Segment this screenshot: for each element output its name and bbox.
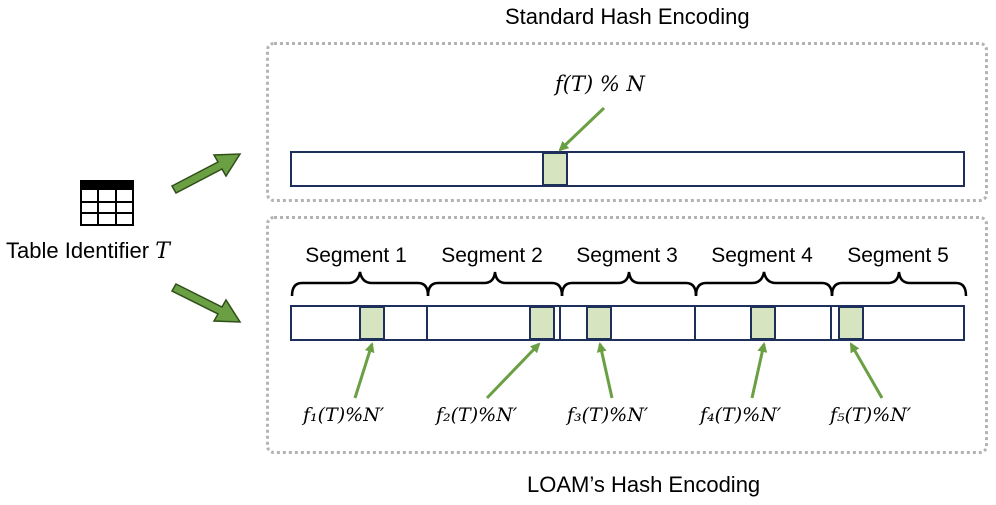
segment-brace-3	[560, 271, 698, 297]
standard-formula-arrow-icon	[558, 106, 606, 152]
table-identifier-text: Table Identifier	[6, 238, 150, 263]
segment-label-1: Segment 1	[305, 244, 407, 267]
standard-encoding-box	[266, 42, 988, 202]
standard-hash-title: Standard Hash Encoding	[505, 4, 750, 29]
arrow-to-standard-icon-shape	[170, 153, 242, 194]
segment-arrow-3-icon	[596, 342, 614, 399]
segment-formula-4: f₄(T)%N′	[700, 404, 782, 426]
segment-slot-1	[359, 306, 385, 340]
segment-slot-2	[529, 306, 555, 340]
segment-brace-1	[290, 271, 430, 297]
loam-hash-title: LOAM’s Hash Encoding	[527, 472, 761, 497]
standard-hash-table	[290, 151, 965, 187]
standard-hash-slot	[542, 152, 568, 186]
segment-label-5: Segment 5	[847, 244, 949, 267]
segment-formula-3: f₃(T)%N′	[567, 404, 649, 426]
segment-arrow-2-icon	[485, 342, 541, 400]
segment-slot-4	[750, 306, 776, 340]
segment-slot-5	[838, 306, 864, 340]
segment-label-3: Segment 3	[576, 244, 678, 267]
segment-arrow-1-icon	[353, 342, 375, 399]
standard-hash-formula: f(T) % N	[555, 72, 645, 96]
segment-arrow-4-icon	[750, 342, 768, 399]
table-identifier-label: Table Identifier T	[6, 238, 170, 264]
segment-brace-2	[426, 271, 564, 297]
segment-arrow-5-icon	[849, 342, 884, 399]
segment-brace-5	[830, 271, 968, 297]
table-icon	[80, 180, 134, 231]
segment-formula-5: f₅(T)%N′	[830, 404, 912, 426]
segment-slot-3	[586, 306, 612, 340]
segment-formula-2: f₂(T)%N′	[436, 404, 518, 426]
loam-encoding-box	[266, 216, 988, 454]
segment-brace-4	[694, 271, 834, 297]
segment-bar-3	[559, 305, 696, 341]
arrow-to-loam-icon-shape	[170, 283, 242, 323]
arrow-to-loam-icon	[170, 283, 242, 323]
segment-label-4: Segment 4	[711, 244, 813, 267]
segment-formula-1: f₁(T)%N′	[303, 404, 385, 426]
segment-label-2: Segment 2	[441, 244, 543, 267]
arrow-to-standard-icon	[170, 153, 242, 194]
table-identifier-variable: T	[155, 239, 170, 264]
